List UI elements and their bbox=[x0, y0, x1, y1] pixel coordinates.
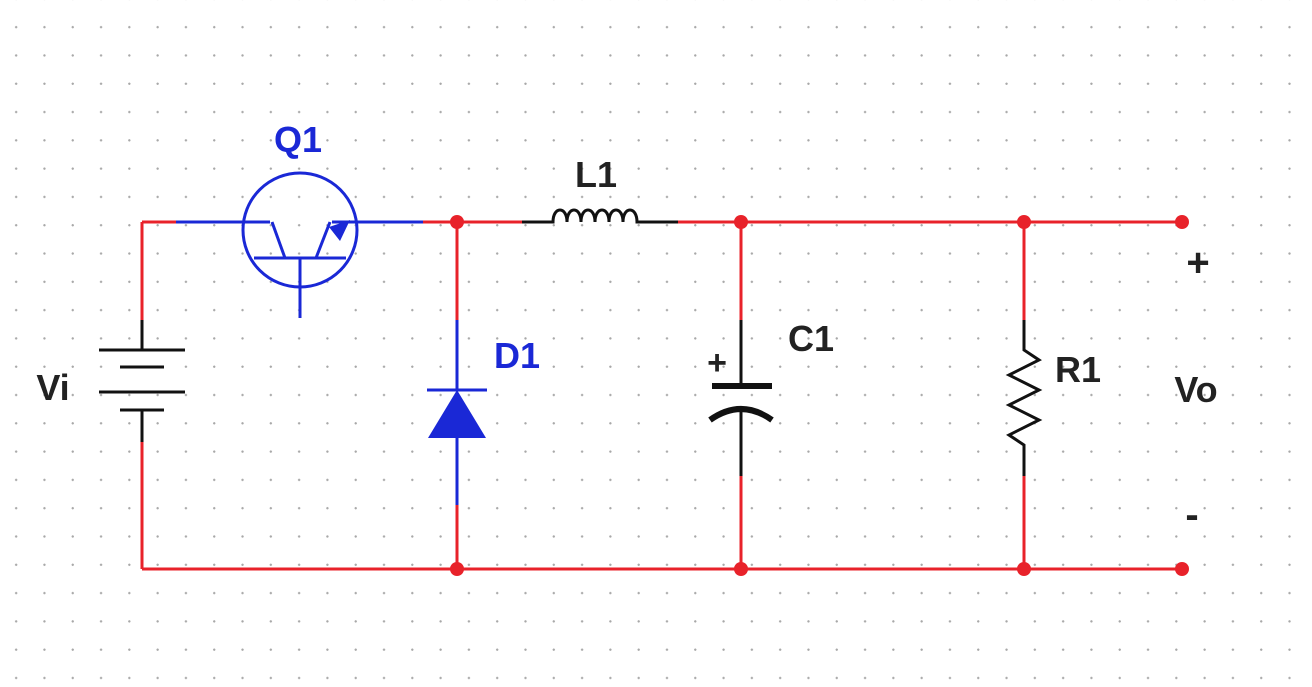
labels: Q1 L1 D1 + C1 R1 Vi Vo + - bbox=[36, 119, 1217, 537]
wires bbox=[140, 220, 1182, 571]
transistor-emitter-line bbox=[314, 221, 332, 259]
transistor-collector-line bbox=[270, 221, 287, 259]
label-r1: R1 bbox=[1055, 349, 1101, 390]
battery-symbol bbox=[99, 320, 185, 442]
terminal-output-positive bbox=[1175, 215, 1189, 229]
label-q1: Q1 bbox=[274, 119, 322, 160]
node-cap-bottom bbox=[734, 562, 748, 576]
label-vi: Vi bbox=[36, 367, 69, 408]
capacitor-symbol bbox=[708, 320, 774, 476]
diode-symbol bbox=[427, 320, 487, 505]
resistor-symbol bbox=[1005, 320, 1043, 476]
transistor-emitter-arrow bbox=[329, 220, 350, 241]
terminal-output-negative bbox=[1175, 562, 1189, 576]
junction-nodes bbox=[450, 215, 1189, 576]
node-switch bbox=[450, 215, 464, 229]
diode-triangle bbox=[428, 390, 486, 438]
node-diode-bottom bbox=[450, 562, 464, 576]
node-res-bottom bbox=[1017, 562, 1031, 576]
node-cap-top bbox=[734, 215, 748, 229]
label-output-negative: - bbox=[1185, 493, 1198, 537]
label-d1: D1 bbox=[494, 335, 540, 376]
label-c1: C1 bbox=[788, 318, 834, 359]
label-c1-polarity: + bbox=[707, 344, 727, 382]
label-l1: L1 bbox=[575, 154, 617, 195]
node-res-top bbox=[1017, 215, 1031, 229]
transistor-symbol bbox=[176, 171, 423, 318]
inductor-coil bbox=[522, 208, 678, 224]
resistor-zigzag bbox=[1005, 320, 1043, 476]
label-output-positive: + bbox=[1186, 241, 1209, 285]
inductor-symbol bbox=[522, 208, 678, 224]
label-vo: Vo bbox=[1174, 369, 1217, 410]
